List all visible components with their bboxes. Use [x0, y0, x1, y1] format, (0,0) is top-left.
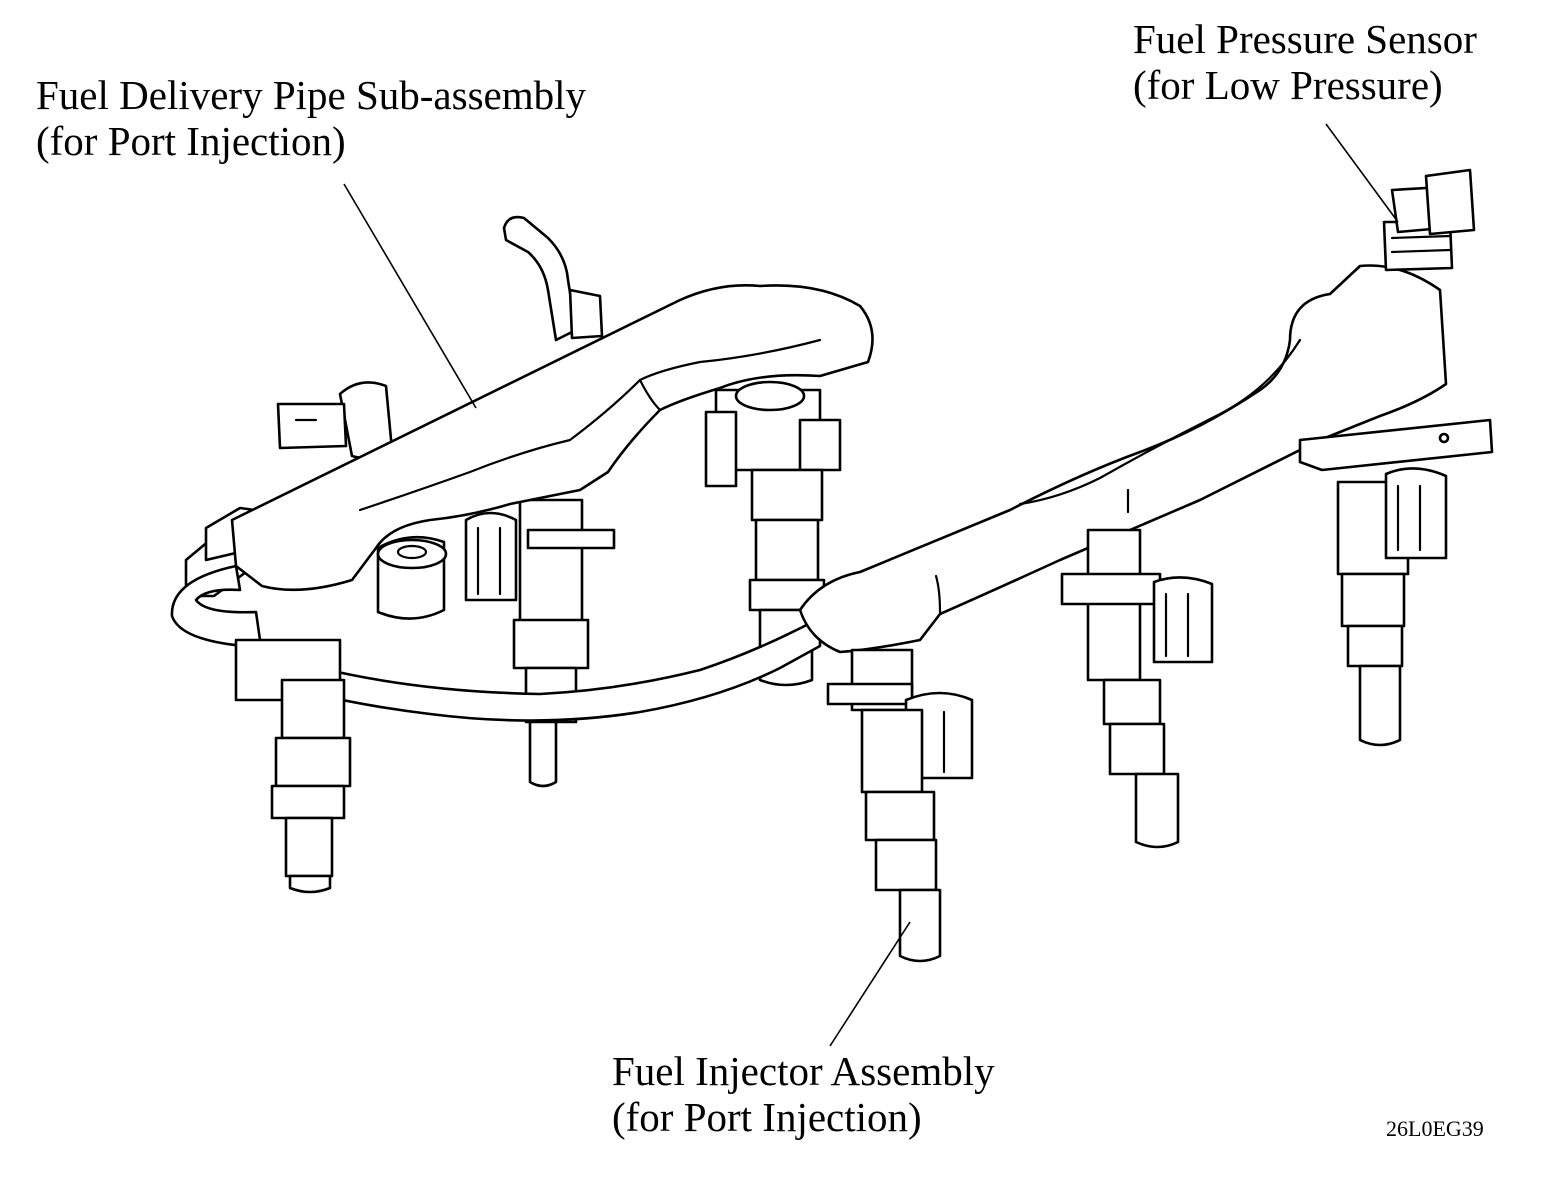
callout-injector-line1: Fuel Injector Assembly	[612, 1048, 995, 1094]
injector-front-2	[826, 648, 974, 963]
callout-pressure-sensor: Fuel Pressure Sensor (for Low Pressure)	[1133, 16, 1477, 108]
delivery-pipe-front	[230, 283, 874, 592]
injector-rear-right	[1336, 467, 1448, 747]
figure-code: 26L0EG39	[1386, 1116, 1484, 1141]
callout-delivery-pipe-line2: (for Port Injection)	[36, 118, 346, 164]
injector-front-3	[1060, 528, 1214, 849]
injector-front-1	[234, 638, 352, 894]
hose-fitting	[502, 215, 604, 342]
delivery-pipe-rear	[798, 264, 1448, 654]
leader-injector	[829, 921, 911, 1047]
right-bracket	[1298, 418, 1494, 472]
callout-injector: Fuel Injector Assembly (for Port Injecti…	[612, 1048, 995, 1140]
injector-cup-front	[376, 535, 448, 620]
callout-delivery-pipe: Fuel Delivery Pipe Sub-assembly (for Por…	[36, 72, 586, 164]
injector-rear-2	[704, 380, 842, 687]
leader-pressure-sensor	[1325, 123, 1399, 223]
leader-delivery-pipe	[343, 183, 477, 409]
callout-injector-line2: (for Port Injection)	[612, 1094, 922, 1140]
pressure-sensor	[1382, 168, 1476, 272]
fuel-inlet-fitting	[276, 381, 394, 460]
callout-delivery-pipe-line1: Fuel Delivery Pipe Sub-assembly	[36, 72, 587, 118]
callout-pressure-sensor-line1: Fuel Pressure Sensor	[1133, 16, 1477, 62]
injector-rear-1	[464, 498, 616, 788]
callout-pressure-sensor-line2: (for Low Pressure)	[1133, 62, 1443, 108]
